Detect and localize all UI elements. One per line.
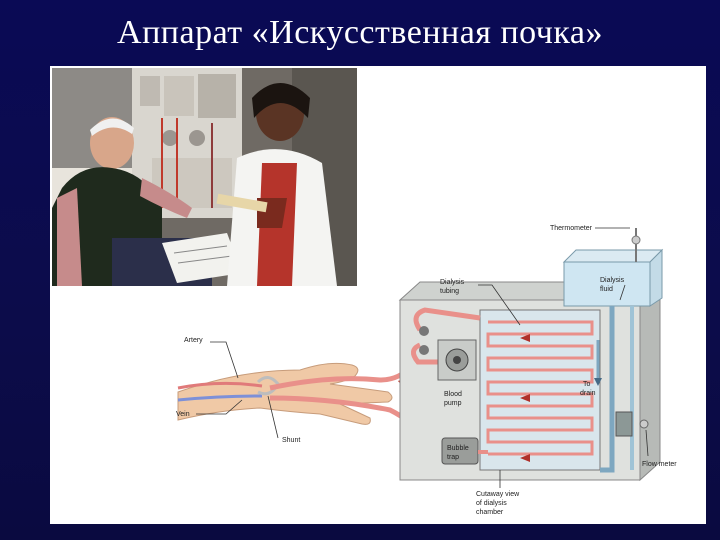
newspaper [162,233,242,283]
fluid-inflow [600,306,615,473]
label-artery: Artery [184,337,203,344]
label-blood-pump: Blood [444,391,462,398]
label-dialysis-fluid-2: fluid [600,286,613,293]
arm [177,362,393,425]
label-thermometer: Thermometer [550,225,593,232]
label-to-drain: To [583,381,591,388]
label-blood-pump-2: pump [444,400,462,407]
label-cutaway: Cutaway view [476,491,520,498]
label-shunt: Shunt [282,437,300,444]
artery-line [177,381,263,390]
label-dialysis-fluid: Dialysis [600,277,625,284]
label-cutaway-2: of dialysis [476,500,507,507]
dialysis-photo [52,68,357,286]
label-dialysis-tubing-2: tubing [440,288,459,295]
clipboard [216,193,268,213]
label-bubble-trap-2: trap [447,454,459,461]
fluid-reservoir [563,261,651,307]
label-flow-meter: Flow meter [642,461,677,468]
dialysis-coil [486,320,594,456]
label-dialysis-tubing: Dialysis [440,279,465,286]
label-to-drain-2: drain [580,390,596,397]
label-cutaway-3: chamber [476,509,504,516]
slide-title: Аппарат «Искусственная почка» [117,14,603,51]
label-vein: Vein [176,411,190,418]
vein-line [177,394,263,402]
label-bubble-trap: Bubble [447,445,469,452]
flow-meter [615,411,633,437]
